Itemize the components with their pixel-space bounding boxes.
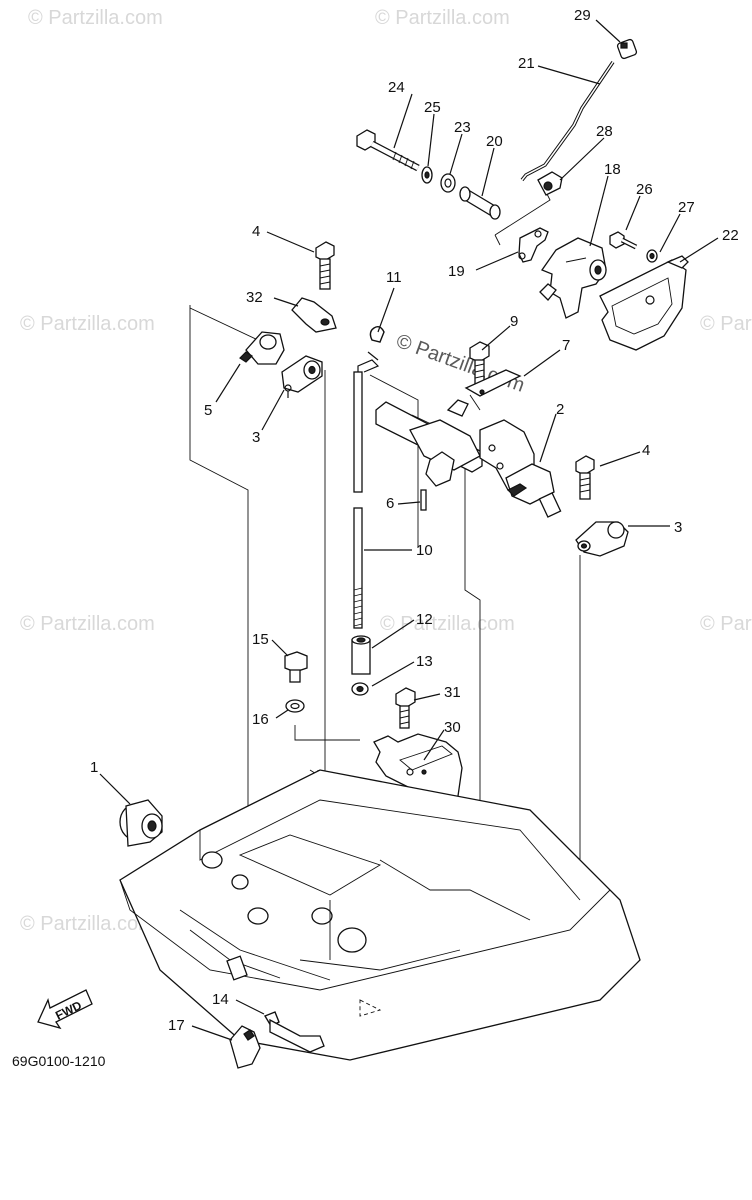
callout-11: 11 [386,269,402,286]
part-1-grommet[interactable] [119,799,163,847]
part-20-collar[interactable] [459,186,501,220]
callout-32: 32 [246,289,263,306]
watermark: © Partzilla.com [20,613,155,635]
watermark: © Partzilla.com [700,313,752,335]
part-16-washer[interactable] [285,699,305,713]
callout-26: 26 [636,181,653,198]
callout-24: 24 [388,79,405,96]
callout-28: 28 [596,123,613,140]
callout-27: 27 [678,199,695,216]
leader-lines [99,19,719,1041]
callout-20: 20 [486,133,503,150]
part-24-bolt[interactable] [356,129,420,172]
callout-5: 5 [204,402,212,419]
part-23-washer[interactable] [440,173,456,193]
callout-numbers: 29 21 24 25 23 20 28 18 26 27 22 19 4 32… [90,7,739,1034]
part-9-bolt[interactable] [469,341,490,387]
callout-9: 9 [510,313,518,330]
callout-2: 2 [556,401,564,418]
watermark: © Partzilla.com [20,913,155,935]
callout-25: 25 [424,99,441,116]
callout-12: 12 [416,611,433,628]
part-8-bracket[interactable] [446,399,469,417]
callout-23: 23 [454,119,471,136]
callout-21: 21 [518,55,535,72]
part-3-joint-left[interactable] [281,355,323,398]
part-11-cotter-pin[interactable] [367,325,385,361]
bottom-cowling [119,769,641,1061]
diagram-reference-code: 69G0100-1210 [12,1053,106,1069]
part-31-bolt[interactable] [395,687,416,729]
watermark: © Partzilla.com [28,7,163,29]
watermark: © Partzilla.com [700,613,752,635]
watermark-center: © Partzilla.com [393,330,527,397]
part-28-link-joint[interactable] [537,171,563,196]
part-21-throttle-rod[interactable] [520,61,615,182]
part-6-pin[interactable] [420,489,427,511]
callout-22: 22 [722,227,739,244]
callout-30: 30 [444,719,461,736]
callout-18: 18 [604,161,621,178]
callout-6: 6 [386,495,394,512]
callout-19: 19 [448,263,465,280]
part-10-shift-rod[interactable] [353,359,380,629]
callout-14: 14 [212,991,229,1008]
callout-3-right: 3 [674,519,682,536]
callout-3-left: 3 [252,429,260,446]
part-15-bolt[interactable] [284,651,308,683]
part-12-collar[interactable] [351,635,371,675]
part-18-throttle-cam[interactable] [539,237,607,319]
part-4-bolt-upper[interactable] [315,241,335,290]
watermark: © Partzilla.com [380,613,515,635]
callout-4-right: 4 [642,442,650,459]
part-3-joint-right[interactable] [575,521,629,557]
part-27-washer[interactable] [646,249,658,263]
callout-17: 17 [168,1017,185,1034]
part-29-nut[interactable] [616,38,638,60]
part-19-lever[interactable] [518,227,549,263]
part-25-washer[interactable] [421,166,433,184]
callout-29: 29 [574,7,591,24]
callout-7: 7 [562,337,570,354]
part-5-clip[interactable] [239,331,285,365]
fwd-arrow-icon: FWD [37,989,93,1030]
part-14-clip[interactable] [263,1011,325,1053]
callout-16: 16 [252,711,269,728]
callout-10: 10 [416,542,433,559]
part-26-screw[interactable] [609,231,638,250]
callout-31: 31 [444,684,461,701]
callout-1: 1 [90,759,98,776]
callout-15: 15 [252,631,269,648]
watermark: © Partzilla.com [375,7,510,29]
part-17-clamp[interactable] [229,1025,261,1069]
part-13-nut[interactable] [351,682,369,696]
part-4-bolt-right[interactable] [575,455,595,500]
part-32-clamp-bracket[interactable] [291,297,337,333]
part-2-shift-shaft[interactable] [375,401,562,518]
part-22-bracket[interactable] [599,255,689,351]
callout-4-upper: 4 [252,223,260,240]
callout-13: 13 [416,653,433,670]
watermark: © Partzilla.com [20,313,155,335]
part-7-plate[interactable] [464,369,522,397]
